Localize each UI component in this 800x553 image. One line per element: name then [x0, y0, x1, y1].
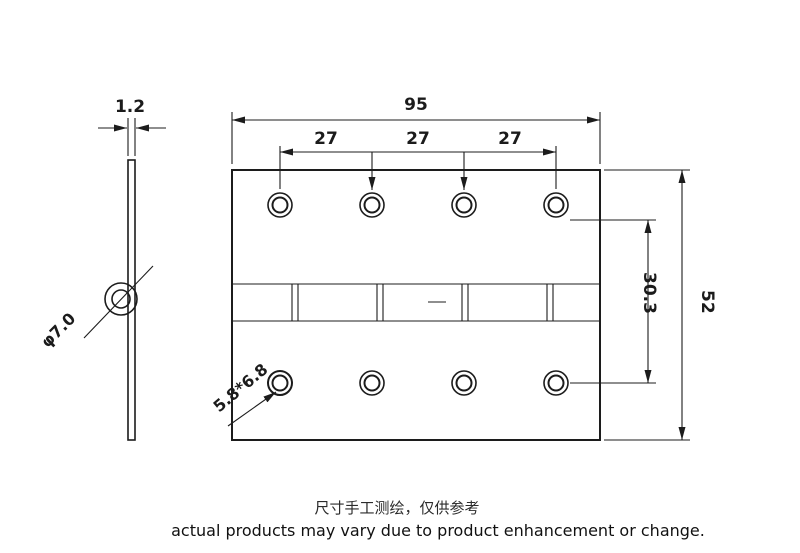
side-view: 1.2 φ7.0 [37, 97, 166, 441]
screw-hole-outer [543, 370, 569, 396]
knuckle-band [232, 283, 600, 322]
screw-hole-outer [451, 192, 477, 218]
dim-plate-width: 95 [231, 95, 601, 164]
screw-hole-inner [547, 374, 565, 392]
knuckle-outer-circle [104, 282, 138, 316]
leader-line [227, 391, 277, 427]
dim-label-pitch-right: 27 [498, 129, 522, 149]
dim-label-pitch-mid: 27 [406, 129, 430, 149]
footer-notes: 尺寸手工测绘，仅供参考 actual products may vary due… [171, 499, 705, 540]
screw-hole-inner [455, 374, 473, 392]
dim-label-plate-height: 52 [697, 290, 717, 314]
screw-hole-inner [363, 196, 381, 214]
dim-label-plate-width: 95 [404, 95, 428, 115]
screw-hole-inner [455, 196, 473, 214]
screw-hole-inner [271, 374, 289, 392]
knuckle-inner-circle [111, 289, 131, 309]
plate-outline [231, 169, 601, 441]
note-chinese: 尺寸手工测绘，仅供参考 [314, 499, 479, 517]
dim-label-row-spacing: 30.3 [639, 272, 659, 314]
dim-label-pitch-left: 27 [314, 129, 338, 149]
screw-holes-top [267, 192, 569, 218]
screw-holes-bottom [267, 370, 569, 396]
dim-hole-pitch: 27 27 27 [279, 129, 557, 190]
screw-hole-outer [359, 370, 385, 396]
screw-hole-outer [267, 370, 293, 396]
screw-hole-outer [267, 192, 293, 218]
screw-hole-inner [363, 374, 381, 392]
dim-label-hole-diameter: φ7.0 [37, 309, 79, 351]
dim-label-thickness: 1.2 [115, 97, 145, 117]
note-english: actual products may vary due to product … [171, 521, 705, 540]
diameter-leader-line [83, 265, 154, 339]
dim-label-countersink: 5.8*6.8 [209, 360, 271, 416]
dim-thickness: 1.2 [98, 97, 166, 156]
dim-row-spacing: 30.3 [570, 219, 659, 384]
side-strip-outline [127, 159, 136, 441]
callout-countersink: 5.8*6.8 [209, 360, 277, 427]
front-view [231, 169, 601, 441]
screw-hole-inner [547, 196, 565, 214]
screw-hole-outer [543, 192, 569, 218]
screw-hole-inner [271, 196, 289, 214]
dim-plate-height: 52 [604, 169, 717, 441]
screw-hole-outer [451, 370, 477, 396]
screw-hole-outer [359, 192, 385, 218]
